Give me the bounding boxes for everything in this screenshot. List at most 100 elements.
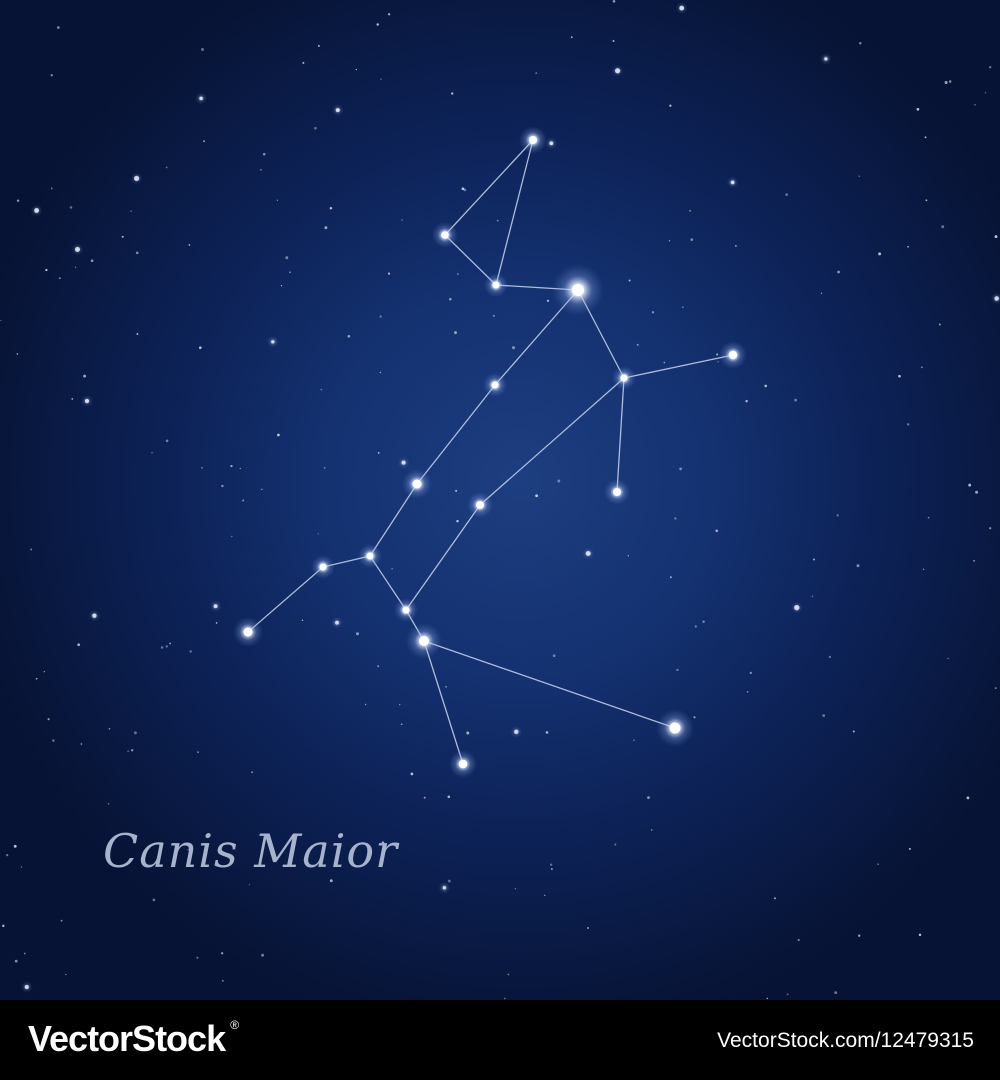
background-star <box>507 973 510 976</box>
star <box>243 627 253 637</box>
background-star <box>651 311 655 314</box>
background-star <box>165 439 169 443</box>
background-star <box>323 467 326 469</box>
star <box>319 563 327 571</box>
constellation-line <box>423 640 464 765</box>
background-star <box>260 488 263 491</box>
star <box>419 636 429 646</box>
background-star <box>682 306 684 309</box>
background-star <box>251 771 254 774</box>
background-star <box>786 993 789 996</box>
background-star <box>301 619 304 622</box>
background-star <box>587 927 589 929</box>
background-star-glow <box>331 104 344 117</box>
background-star <box>314 126 317 130</box>
star <box>492 281 500 289</box>
background-star <box>535 494 539 498</box>
background-star <box>492 314 495 317</box>
star <box>441 231 449 239</box>
background-star <box>277 433 280 437</box>
background-star <box>381 841 385 844</box>
background-star <box>907 423 910 426</box>
background-star <box>941 225 945 229</box>
background-star <box>23 952 26 955</box>
background-star <box>633 739 635 742</box>
background-star <box>785 193 788 196</box>
background-star <box>261 953 265 957</box>
background-star <box>90 259 94 263</box>
background-star <box>379 371 382 374</box>
background-star <box>457 273 459 275</box>
background-star <box>6 853 9 857</box>
background-star <box>196 956 199 959</box>
background-star <box>447 879 451 883</box>
background-star <box>669 104 672 107</box>
background-star <box>387 13 391 16</box>
background-star <box>130 210 132 212</box>
constellation-line <box>616 377 625 493</box>
background-star <box>451 92 454 95</box>
background-star-glow <box>81 395 93 407</box>
background-star <box>399 703 401 706</box>
background-star <box>230 465 233 468</box>
background-star <box>447 795 451 799</box>
star <box>458 759 468 769</box>
background-star <box>859 41 862 45</box>
background-star <box>735 245 737 247</box>
background-star-glow <box>88 609 101 622</box>
star <box>620 374 628 382</box>
background-star <box>690 238 694 241</box>
background-star <box>924 136 927 139</box>
background-star <box>60 919 63 922</box>
background-stars <box>0 0 1000 1000</box>
constellation-line <box>444 139 534 236</box>
background-star <box>693 716 696 719</box>
star <box>669 722 681 734</box>
background-star <box>944 81 948 84</box>
background-star <box>663 361 666 364</box>
background-star <box>668 240 671 242</box>
background-star <box>13 844 17 848</box>
background-star <box>822 714 826 717</box>
background-star-glow <box>675 2 688 15</box>
background-star <box>151 451 153 454</box>
background-star <box>69 206 73 209</box>
background-star <box>380 78 382 80</box>
background-star <box>445 685 447 688</box>
background-star <box>231 535 233 538</box>
background-star-glow <box>819 52 832 65</box>
background-star <box>379 315 382 318</box>
background-star <box>570 36 573 39</box>
background-star <box>461 187 465 191</box>
background-star <box>347 334 351 338</box>
background-star <box>966 796 970 800</box>
background-star <box>828 655 832 659</box>
background-star <box>30 548 33 551</box>
background-star <box>947 657 949 660</box>
background-star <box>401 219 403 221</box>
background-star <box>688 209 692 212</box>
background-star <box>410 772 414 776</box>
background-star <box>716 353 719 356</box>
background-star <box>221 484 224 488</box>
background-star-glow <box>130 172 143 185</box>
background-star <box>221 979 224 982</box>
background-star <box>65 973 67 976</box>
background-star <box>377 451 380 454</box>
background-star <box>50 187 53 190</box>
background-star <box>165 645 168 648</box>
background-star <box>107 802 110 805</box>
star <box>572 284 584 296</box>
background-star <box>466 731 470 735</box>
background-star-glow <box>990 292 1000 305</box>
background-star <box>907 245 909 248</box>
background-star <box>797 938 800 942</box>
background-star <box>938 323 941 326</box>
background-star <box>627 555 629 557</box>
background-star-glow <box>545 137 558 150</box>
background-star <box>135 251 139 255</box>
background-star <box>16 199 20 202</box>
background-star <box>925 199 928 202</box>
background-star <box>545 731 549 734</box>
background-star <box>2 924 5 928</box>
